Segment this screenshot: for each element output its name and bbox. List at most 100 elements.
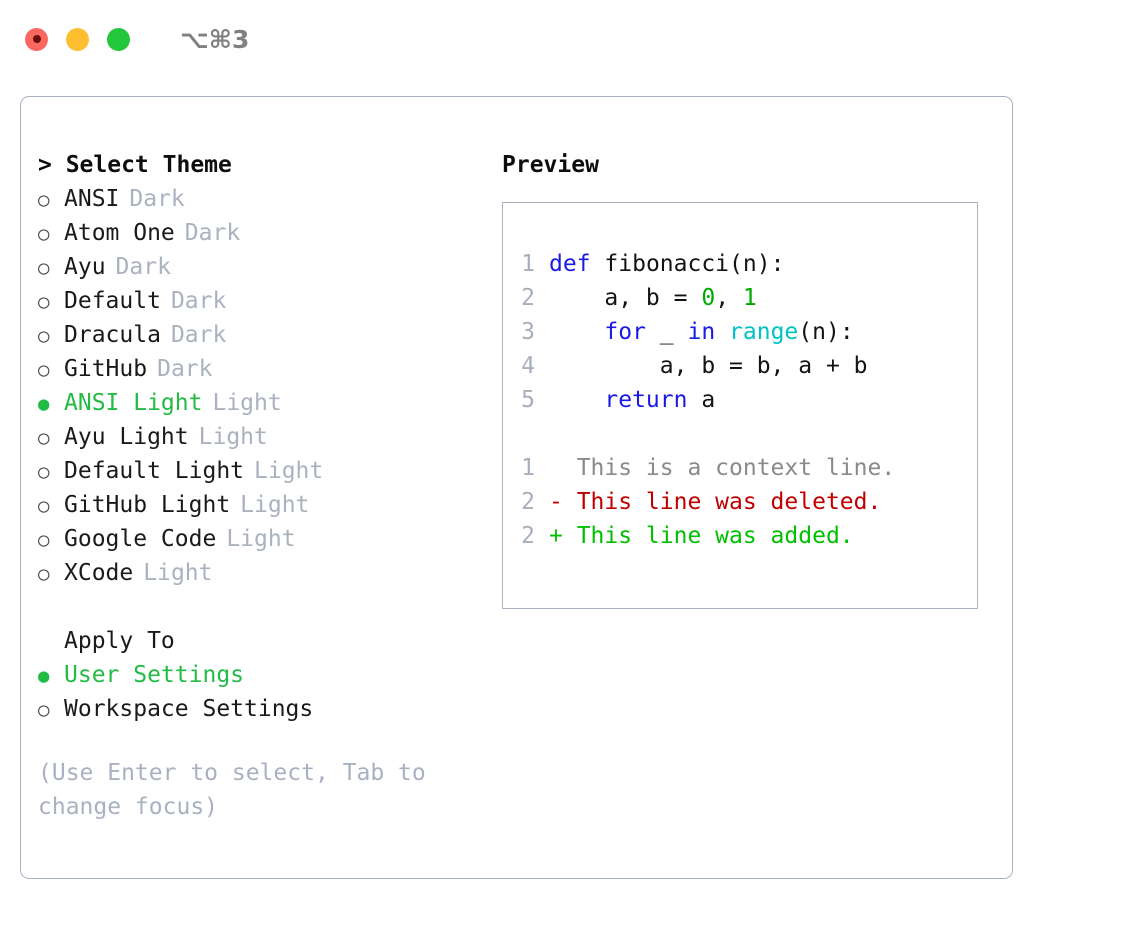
theme-list-item[interactable]: ○ Google Code Light (38, 522, 488, 556)
keyboard-hint: (Use Enter to select, Tab to change focu… (38, 760, 440, 820)
diff-line: 2 + This line was added. (503, 519, 977, 553)
theme-list-item[interactable]: ○ GitHub Dark (38, 352, 488, 386)
diff-line-text-add: + This line was added. (549, 523, 854, 549)
diff-line: 1 This is a context line. (503, 451, 977, 485)
code-token-id: a (687, 387, 716, 413)
radio-unselected-icon: ○ (38, 563, 50, 585)
code-line-text: for _ in range(n): (549, 315, 854, 349)
theme-variant-tag: Dark (170, 288, 227, 314)
theme-variant-tag: Light (240, 492, 310, 518)
close-button-icon[interactable] (25, 27, 48, 51)
code-line-number: 5 (521, 387, 535, 413)
radio-unselected-icon: ○ (38, 291, 50, 313)
theme-list-item[interactable]: ○ Default Dark (38, 284, 488, 318)
apply-to-option[interactable]: ○Workspace Settings (38, 692, 488, 726)
code-token-id: fibonacci (604, 251, 730, 277)
theme-name-label: Default (64, 288, 161, 314)
code-token-kw: return (604, 387, 688, 413)
radio-unselected-icon: ○ (38, 223, 50, 245)
preview-title: Preview (502, 152, 599, 178)
diff-line-number: 2 (521, 489, 535, 515)
theme-variant-tag: Light (212, 390, 282, 416)
theme-variant-tag: Dark (184, 220, 241, 246)
diff-line: 2 - This line was deleted. (503, 485, 977, 519)
apply-to-list: ● User Settings ○Workspace Settings (38, 658, 488, 726)
apply-to-title: Apply To (64, 628, 175, 654)
code-line: 4 a, b = b, a + b (503, 349, 977, 383)
radio-unselected-icon: ○ (38, 461, 50, 483)
diff-line-number: 1 (521, 455, 535, 481)
code-token-kw: for (604, 319, 646, 345)
radio-unselected-icon: ○ (38, 699, 50, 721)
window-shortcut-label: ⌥⌘3 (180, 24, 250, 54)
theme-variant-tag: Light (254, 458, 324, 484)
code-line-number: 3 (521, 319, 535, 345)
code-token-id: a, b = (549, 285, 702, 311)
code-line-text: a, b = 0, 1 (549, 281, 757, 315)
zoom-button-icon[interactable] (107, 27, 130, 51)
theme-variant-tag: Dark (129, 186, 185, 212)
code-line: 3 for _ in range(n): (503, 315, 977, 349)
theme-name-label: Google Code (64, 526, 217, 552)
apply-to-label: User Settings (64, 662, 245, 688)
radio-unselected-icon: ○ (38, 529, 50, 551)
minimize-button-icon[interactable] (66, 27, 89, 51)
theme-name-label: ANSI Light (64, 390, 203, 416)
diff-line-number: 2 (521, 523, 535, 549)
theme-variant-tag: Light (143, 560, 213, 586)
theme-list-item[interactable]: ● ANSI Light Light (38, 386, 488, 420)
radio-unselected-icon: ○ (38, 257, 50, 279)
theme-name-label: GitHub (64, 356, 148, 382)
radio-unselected-icon: ○ (38, 495, 50, 517)
radio-unselected-icon: ○ (38, 359, 50, 381)
title-bar: ⌥⌘3 (0, 0, 1140, 78)
theme-variant-tag: Dark (115, 254, 171, 280)
theme-name-label: Default Light (64, 458, 245, 484)
code-line: 1 def fibonacci(n): (503, 247, 977, 281)
theme-list-item[interactable]: ○ XCode Light (38, 556, 488, 590)
code-token-kw: in (687, 319, 716, 345)
code-line-number: 1 (521, 251, 535, 277)
diff-line-text-del: - This line was deleted. (549, 489, 882, 515)
radio-selected-icon: ● (38, 665, 50, 687)
theme-variant-tag: Light (198, 424, 268, 450)
radio-unselected-icon: ○ (38, 189, 50, 211)
theme-variant-tag: Light (226, 526, 296, 552)
radio-selected-icon: ● (38, 393, 50, 415)
code-token-fn: range (729, 319, 799, 345)
theme-variant-tag: Dark (157, 356, 213, 382)
code-token-id: a, b = b, a + b (549, 353, 868, 379)
code-line-text: def fibonacci(n): (549, 247, 784, 281)
code-token-punc (591, 251, 605, 277)
theme-name-label: XCode (64, 560, 134, 586)
code-line-text: a, b = b, a + b (549, 349, 868, 383)
code-token-punc: (n): (798, 319, 854, 345)
theme-name-label: Dracula (64, 322, 161, 348)
code-line-text: return a (549, 383, 715, 417)
diff-line-text-ctx: This is a context line. (549, 455, 896, 481)
code-line: 2 a, b = 0, 1 (503, 281, 977, 315)
code-token-num: 1 (742, 285, 757, 311)
code-line: 5 return a (503, 383, 977, 417)
radio-unselected-icon: ○ (38, 325, 50, 347)
apply-to-option[interactable]: ● User Settings (38, 658, 488, 692)
section-spacer (38, 590, 488, 624)
code-token-punc (549, 319, 604, 345)
code-token-punc (715, 319, 729, 345)
theme-list-item[interactable]: ○ Default Light Light (38, 454, 488, 488)
code-token-id: _ (645, 319, 688, 345)
theme-name-label: Ayu Light (64, 424, 189, 450)
code-line-number: 2 (521, 285, 535, 311)
